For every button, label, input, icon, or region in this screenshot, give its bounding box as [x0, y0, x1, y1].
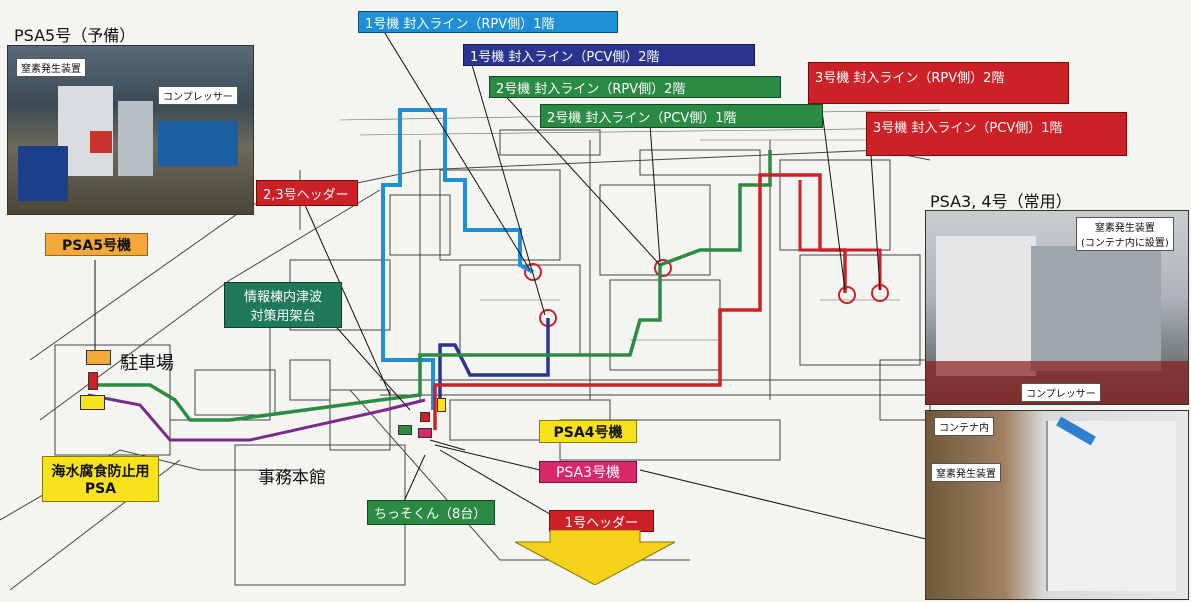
line-u3-pcv-label: 3号機 封入ライン（PCV側）1階	[866, 112, 1127, 156]
psa5-heading: PSA5号（予備）	[14, 26, 136, 45]
purple-line	[87, 393, 426, 442]
psa3-marker	[418, 428, 432, 438]
psa5-marker	[86, 350, 111, 365]
container-nitrogen-label: 窒素発生装置	[931, 463, 1001, 482]
header-1-label: 1号ヘッダー	[549, 510, 654, 532]
container-inside-label: コンテナ内	[934, 417, 994, 436]
psa34-nitrogen-label: 窒素発生装置 (コンテナ内に設置)	[1076, 217, 1174, 251]
info-building-label: 情報棟内津波 対策用架台	[224, 282, 342, 328]
psa34-photo: 窒素発生装置 (コンテナ内に設置) コンプレッサー	[925, 210, 1189, 405]
psa34-compressor-label: コンプレッサー	[1021, 383, 1101, 402]
psa5-small-marker	[88, 372, 98, 390]
psa5-compressor-label: コンプレッサー	[158, 86, 238, 105]
line-u2-pcv-label: 2号機 封入ライン（PCV側）1階	[540, 104, 823, 128]
line-u3-rpv-label: 3号機 封入ライン（RPV側）2階	[808, 62, 1069, 104]
parking-label: 駐車場	[120, 353, 174, 374]
line-u1-rpv-label: 1号機 封入ライン（RPV側）1階	[358, 11, 618, 33]
psa34-heading: PSA3, 4号（常用）	[930, 192, 1072, 211]
seawater-psa-marker	[80, 395, 105, 410]
unit2-line	[90, 150, 772, 422]
chikkun-marker	[398, 425, 412, 435]
psa4-unit-label: PSA4号機	[539, 420, 637, 443]
psa3-unit-label: PSA3号機	[539, 461, 637, 483]
main-office-label: 事務本館	[258, 468, 326, 488]
unit3-line	[433, 173, 847, 430]
line-u2-rpv-label: 2号機 封入ライン（RPV側）2階	[489, 76, 781, 98]
line-u1-pcv-label: 1号機 封入ライン（PCV側）2階	[463, 44, 755, 66]
container-photo: コンテナ内 窒素発生装置	[925, 410, 1189, 600]
psa5-photo: 窒素発生装置 コンプレッサー	[7, 45, 254, 215]
header1-marker	[420, 412, 430, 422]
psa4-marker	[437, 398, 446, 412]
unit1-pcv-line	[438, 318, 550, 405]
header-23-label: 2,3号ヘッダー	[256, 180, 358, 206]
down-arrow-icon	[515, 530, 675, 585]
chikkun-label: ちっそくん（8台）	[367, 500, 495, 525]
psa5-nitrogen-label: 窒素発生装置	[16, 58, 86, 77]
psa5-unit-label: PSA5号機	[45, 233, 148, 256]
seawater-psa-label: 海水腐食防止用 PSA	[42, 456, 159, 502]
